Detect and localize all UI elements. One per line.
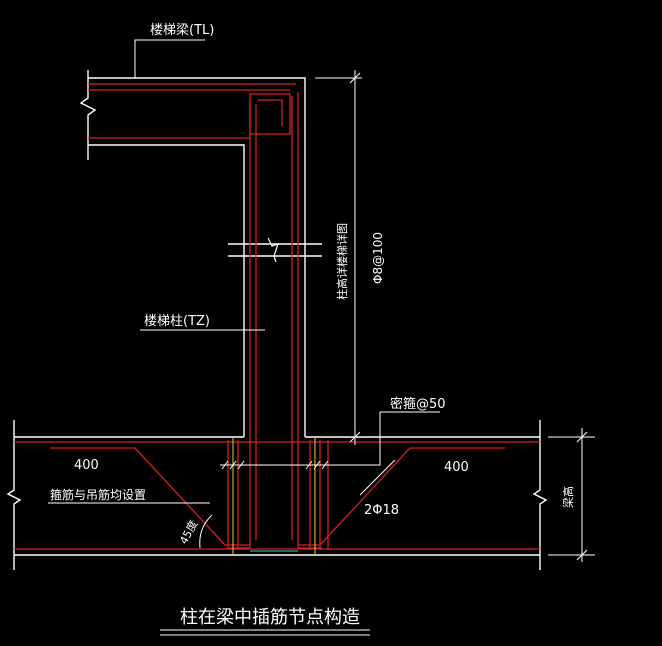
angle-arc: [199, 514, 213, 549]
column-height-note: 柱高详楼梯详图: [335, 223, 349, 300]
tick-mark-1: [221, 460, 229, 470]
dense-stirrup-leader-2: [220, 412, 381, 466]
beam-height-tick-bottom: [576, 549, 588, 561]
beam-height-tick-top: [576, 431, 588, 443]
dense-stirrup-label: 密箍@50: [390, 396, 446, 412]
beam-column-outline-outer: [88, 77, 306, 437]
concrete-outline: [6, 70, 548, 570]
tick-mark-5: [313, 460, 321, 470]
angle-label: 45度: [176, 518, 200, 547]
beam-column-outline-inner: [88, 144, 245, 437]
left-length-label: 400: [74, 458, 99, 473]
tick-mark-4: [305, 460, 313, 470]
right-hanger-bar: [298, 447, 505, 546]
tick-mark-6: [321, 460, 329, 470]
stair-beam-label: 楼梯梁(TL): [150, 23, 214, 38]
dim-tick-bottom: [349, 431, 361, 443]
hanger-note-label: 箍筋与吊筋均设置: [50, 487, 146, 502]
beam-break-line: [79, 70, 97, 160]
accent-marks: [232, 437, 316, 555]
right-break-line: [532, 420, 548, 570]
tick-mark-2: [229, 460, 237, 470]
stirrup-spec-label: Φ8@100: [371, 232, 385, 284]
hanger-bar-label: 2Φ18: [364, 503, 399, 518]
drawing-title: 柱在梁中插筋节点构造: [180, 607, 360, 628]
beam-height-label: 梁高: [561, 486, 575, 508]
text-labels: 楼梯梁(TL) 楼梯柱(TZ) Φ8@100 柱高详楼梯详图 密箍@50 400…: [50, 23, 575, 628]
left-break-line: [6, 420, 22, 570]
tick-mark-3: [237, 460, 245, 470]
annotation-lines: [48, 39, 595, 636]
stair-beam-leader: [134, 39, 205, 78]
right-length-label: 400: [444, 460, 469, 475]
column-break-zigzag: [267, 237, 279, 263]
hanger-bar-leader: [359, 459, 396, 496]
dim-tick-top: [349, 72, 361, 84]
reinforcement: [14, 83, 540, 550]
stair-column-label: 楼梯柱(TZ): [144, 314, 210, 329]
beam-corner-hook: [258, 99, 283, 126]
